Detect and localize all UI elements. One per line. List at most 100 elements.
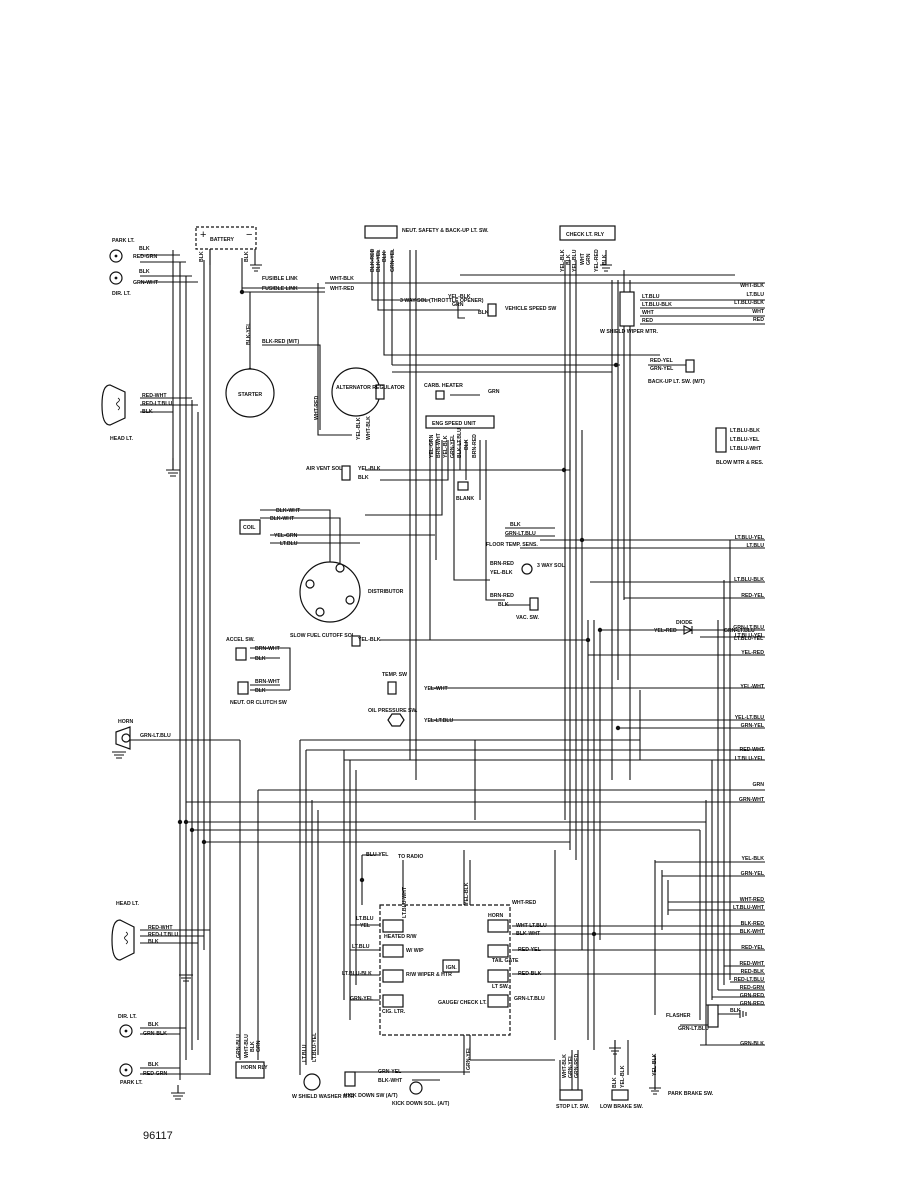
wire-label: LT.BLU-BLK (642, 302, 672, 308)
wire-label: WHT-BLK (562, 1054, 568, 1078)
wire-label: GRN-LT.BLU (140, 733, 171, 739)
wire-label: LT.BLU-YEL (312, 1032, 318, 1062)
horn-rly-label: HORN RLY (241, 1065, 268, 1071)
wire-label: YEL-BLK (490, 570, 513, 576)
air-vent-label: AIR VENT SOL. (306, 466, 344, 472)
wire-label: BLK-WHT (270, 516, 295, 522)
wire-label: BRN-RED (490, 593, 514, 599)
figure-number: 96117 (143, 1130, 173, 1142)
blank-label: BLANK (456, 496, 474, 502)
wire-label: YEL-RED (654, 628, 677, 634)
head-lt-bottom-label: HEAD LT. (116, 901, 140, 907)
wire-label: LT.BLU-BLK (342, 971, 372, 977)
neut-clutch-label: NEUT. OR CLUTCH SW (230, 700, 287, 706)
kick-down-sol-label: KICK DOWN SOL. (A/T) (392, 1101, 450, 1107)
wire-label: RED-YEL (518, 947, 542, 953)
low-brake-label: LOW BRAKE SW. (600, 1104, 643, 1110)
wire-label: GRN-YEL (450, 434, 456, 458)
wire-label: YEL-WHT (740, 684, 764, 690)
wire-label: GRN-YEL (390, 248, 396, 272)
wire-label: WHT (752, 309, 765, 315)
wire-label: RED-WHT (740, 961, 765, 967)
wire-label: WHT (642, 310, 655, 316)
three-way-sol-label: 3 WAY SOL (537, 563, 566, 569)
wire-label: BLK (139, 246, 150, 252)
wire-label: LT.BLU-WHT (730, 446, 762, 452)
wire-label: BLK-YEL (376, 249, 382, 272)
neutral-safety-switch: NEUT. SAFETY & BACK-UP LT. SW. BLK-RED B… (364, 225, 489, 272)
park-lt-top: PARK LT. BLK RED-GRN (109, 238, 157, 263)
wire-network (130, 248, 765, 1090)
wire-label: GRN-RED (740, 1001, 764, 1007)
wire-label: RED-GRN (740, 985, 764, 991)
wire-label: RED-YEL (650, 358, 674, 364)
wire-label: YEL-RED (741, 650, 764, 656)
wire-label: BLK (358, 475, 369, 481)
wire-label: RED-GRN (133, 254, 157, 260)
wire-label: LT.BLU-WHT (733, 905, 765, 911)
wire-label: LT.BLU-BLK (734, 577, 764, 583)
neut-clutch-sw: BRN-WHT BLK NEUT. OR CLUTCH SW (230, 679, 287, 706)
three-way-sol-throttle: 3 WAY SOL (THROTTLE OPENER) YEL-BLK GRN … (400, 294, 497, 317)
wire-label: YEL-BLK (358, 466, 381, 472)
wire-label: LT.BLU (352, 944, 370, 950)
wire-label: YEL-BLK (652, 1053, 658, 1076)
slow-fuel-label: SLOW FUEL CUTOFF SOL. (290, 633, 357, 639)
alternator-regulator: ALTERNATOR REGULATOR WHT-RED YEL-BLK WHT… (314, 367, 405, 440)
wire-label: GRN-YEL (568, 1054, 574, 1078)
wire-label: RED-LT.BLU (734, 977, 764, 983)
coil-label: COIL (243, 525, 256, 531)
wire-label: BLK-LT.BLU (457, 428, 463, 458)
diode: DIODE YEL-RED GRN-LT.BLU LT.BLU-YEL (654, 620, 764, 642)
wire-label: LT.BLU-YEL (730, 437, 760, 443)
wire-label: BLK (464, 439, 470, 450)
fusible-link-2-label: FUSIBLE LINK (262, 286, 298, 292)
fusible-link-1-label: FUSIBLE LINK (262, 276, 298, 282)
carb-heater-label: CARB. HEATER (424, 383, 463, 389)
carb-heater: CARB. HEATER GRN (424, 383, 500, 400)
wire-label: YEL (360, 923, 371, 929)
wire-label: WHT-RED (512, 900, 536, 906)
wire-label: LT.BLU-WHT (402, 886, 408, 918)
wire-label: YEL-BLU (572, 249, 578, 272)
wire-label: GRN-WHT (739, 797, 765, 803)
wire-label: BLK-WHT (378, 1078, 403, 1084)
wiper-mtr-label: W SHIELD WIPER MTR. (600, 329, 658, 335)
wire-label: BLK (244, 251, 250, 262)
wire-label: GRN (488, 389, 500, 395)
engine-speed-unit: ENG SPEED UNIT YEL-GRN BRN-WHT YEL-BLK G… (425, 415, 495, 458)
wire-label: GRN (586, 253, 592, 265)
accel-sw: ACCEL SW. BRN-WHT BLK (226, 637, 281, 662)
blank-connector: BLANK (456, 481, 474, 502)
dir-lt-bottom: DIR. LT. BLK GRN-BLK (118, 1014, 167, 1038)
wire-label: BRN-WHT (436, 432, 442, 458)
fuse-block: HEATED R/W W/ WIP R/W WIPER & HTR CIG. L… (342, 882, 547, 1070)
neutral-safety-label: NEUT. SAFETY & BACK-UP LT. SW. (402, 228, 489, 234)
wire-label: BRN-WHT (255, 679, 281, 685)
wire-label: BLK (250, 1041, 256, 1052)
kick-down-sw-label: KICK DOWN SW (A/T) (344, 1093, 398, 1099)
park-brake-label: PARK BRAKE SW. (668, 1091, 714, 1097)
wire-label: YEL-BLK (356, 417, 362, 440)
wire-label: LT.BLU-YEL (734, 636, 764, 642)
wire-label: BLK (730, 1008, 741, 1014)
air-vent-sol: AIR VENT SOL. YEL-BLK BLK (306, 465, 381, 481)
tail-gate-label: TAIL GATE (492, 958, 519, 964)
head-lt-bottom: HEAD LT. RED-WHT RED-LT.BLU BLK (111, 901, 193, 982)
wire-label: BLK (148, 1062, 159, 1068)
wire-label: RED-BLK (518, 971, 542, 977)
wire-label: GRN-RED (574, 1054, 580, 1078)
horn-fuse-label: HORN (488, 913, 504, 919)
wire-label: BLK-RED (741, 921, 765, 927)
wire-label: BLU-YEL (366, 852, 389, 858)
wire-label: BRN-WHT (255, 646, 281, 652)
head-lt-top: RED-WHT RED-LT.BLU BLK HEAD LT. (101, 384, 180, 477)
three-way-throttle-label: 3 WAY SOL (THROTTLE OPENER) (400, 298, 484, 304)
wire-label: WHT-RED (740, 897, 764, 903)
park-lt-top-label: PARK LT. (112, 238, 135, 244)
wire-label: WHT-LT.BLU (516, 923, 547, 929)
wire-label: YEL-BLK (448, 294, 471, 300)
heated-rw-label: HEATED R/W (384, 934, 417, 940)
wire-label: GRN-YEL (741, 871, 765, 877)
